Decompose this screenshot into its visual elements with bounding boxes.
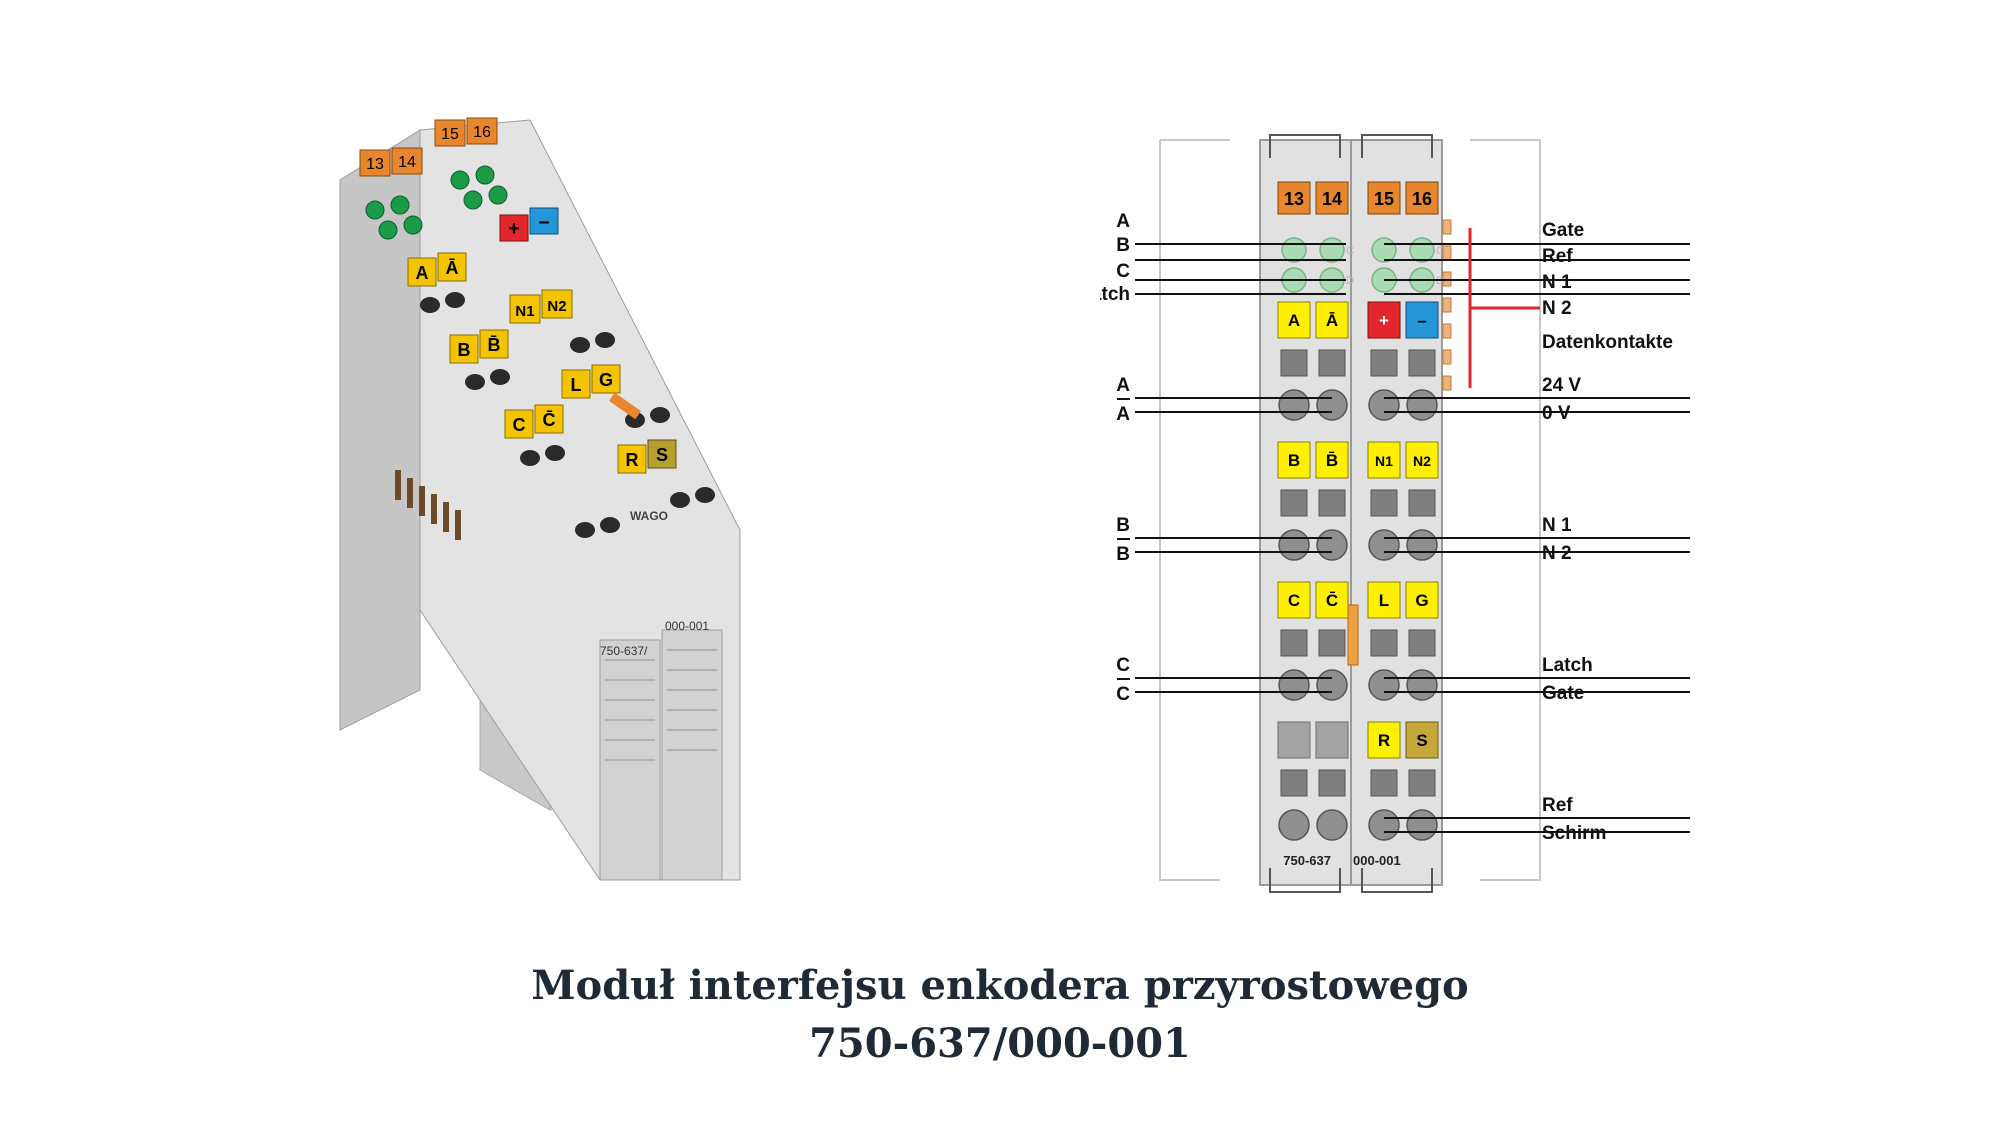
diagram-part-suffix: 000-001 <box>1353 853 1401 868</box>
label-led-b: B <box>1116 235 1130 256</box>
photo-plus-label: + <box>508 218 520 240</box>
label-24v: 24 V <box>1542 375 1581 396</box>
right-wires <box>1384 243 1690 833</box>
label-latch: Latch <box>1542 655 1593 676</box>
label-n2-b: N 2 <box>1542 543 1572 564</box>
marker-n2: N2 <box>1413 453 1431 469</box>
marker-b-bar: B̄ <box>1326 451 1338 470</box>
label-c: C <box>1116 655 1130 676</box>
photo-marker-13: 13 <box>366 156 384 173</box>
photo-minus-marker <box>529 207 559 235</box>
label-led-a: A <box>1116 211 1130 232</box>
photo-orange-bridge <box>609 392 641 420</box>
wiring-diagram: 13 14 15 16 C D C D A Ā + – <box>1100 134 1690 893</box>
label-ref: Ref <box>1542 246 1573 267</box>
photo-marker-c-bar: C̄ <box>543 410 556 430</box>
led-letter-c-left: C <box>1346 245 1354 257</box>
label-c-bar: C <box>1116 684 1130 705</box>
photo-marker-a: A <box>416 263 429 283</box>
diagram-markers: A Ā + – B B̄ N1 N2 C C̄ L G R S <box>1277 301 1439 759</box>
diagram-part-number: 750-637 <box>1283 853 1331 868</box>
right-labels: Gate Ref N 1 N 2 Datenkontakte 24 V 0 V … <box>1542 220 1673 844</box>
terminal-16: 16 <box>1412 189 1432 209</box>
label-gate: Gate <box>1542 220 1584 241</box>
photo-plus-marker <box>499 214 529 242</box>
top-clips <box>1269 134 1433 893</box>
caption-part-number: 750-637/000-001 <box>809 1020 1191 1067</box>
photo-brand: WAGO <box>630 509 668 523</box>
marker-a: A <box>1288 311 1300 330</box>
photo-marker-b: B <box>458 340 471 360</box>
side-vents <box>395 470 461 540</box>
led-letter-c-right: C <box>1436 245 1444 257</box>
photo-marker-s: S <box>656 445 668 465</box>
led-letter-d-left: D <box>1346 275 1354 287</box>
photo-yellow-markers: A Ā B B̄ C C̄ N1 N2 L G R S <box>407 252 677 474</box>
release-levers <box>1280 349 1436 797</box>
terminal-14: 14 <box>1322 189 1342 209</box>
label-gate-b: Gate <box>1542 683 1584 704</box>
rail-outline <box>1159 139 1541 881</box>
photo-marker-g: G <box>599 370 613 390</box>
product-photo: 13 14 15 16 + – A Ā B B̄ C C̄ N1 N2 L G <box>339 117 741 881</box>
photo-marker-15: 15 <box>441 126 459 143</box>
marker-r: R <box>1378 731 1390 750</box>
left-wires <box>1135 243 1346 693</box>
marker-g: G <box>1415 591 1428 610</box>
photo-top-markers: 13 14 15 16 <box>359 117 498 177</box>
terminal-15: 15 <box>1374 189 1394 209</box>
marker-c: C <box>1288 591 1300 610</box>
marker-c-bar: C̄ <box>1326 591 1338 610</box>
caption-title: Moduł interfejsu enkodera przyrostowego <box>531 962 1469 1009</box>
photo-leds <box>365 165 508 240</box>
photo-terminals <box>420 292 715 538</box>
label-datenkontakte: Datenkontakte <box>1542 332 1673 353</box>
label-a: A <box>1116 375 1130 396</box>
label-n1-b: N 1 <box>1542 515 1572 536</box>
left-labels: A B C Latch A A B B C C <box>1100 211 1130 705</box>
marker-n1: N1 <box>1375 453 1393 469</box>
label-schirm: Schirm <box>1542 823 1606 844</box>
marker-l: L <box>1379 591 1389 610</box>
label-b: B <box>1116 515 1130 536</box>
housing-side <box>339 129 421 731</box>
label-0v: 0 V <box>1542 403 1571 424</box>
marker-minus: – <box>1417 311 1426 330</box>
photo-marker-b-bar: B̄ <box>488 335 501 355</box>
marker-b: B <box>1288 451 1300 470</box>
diagram-bridge <box>1347 604 1359 666</box>
label-b-bar: B <box>1116 544 1130 565</box>
label-ref-b: Ref <box>1542 795 1573 816</box>
label-n1: N 1 <box>1542 272 1572 293</box>
marker-s: S <box>1416 731 1427 750</box>
photo-marker-a-bar: Ā <box>446 258 459 278</box>
photo-marker-c: C <box>513 415 526 435</box>
photo-marker-n1: N1 <box>515 303 534 320</box>
terminal-13: 13 <box>1284 189 1304 209</box>
photo-marker-l: L <box>571 375 582 395</box>
signal-overlines <box>1117 398 1130 680</box>
photo-marker-n2: N2 <box>547 298 566 315</box>
diagram-terminal-numbers: 13 14 15 16 <box>1277 181 1439 215</box>
photo-marker-r: R <box>626 450 639 470</box>
label-led-latch: Latch <box>1100 284 1130 305</box>
photo-minus-label: – <box>538 211 549 233</box>
photo-marker-14: 14 <box>398 154 416 171</box>
end-plates <box>599 629 723 881</box>
marker-plus: + <box>1379 311 1389 330</box>
marker-a-bar: Ā <box>1326 311 1338 330</box>
photo-part-right: 000-001 <box>665 619 709 633</box>
label-a-bar: A <box>1116 404 1130 425</box>
photo-marker-16: 16 <box>473 124 491 141</box>
photo-part-left: 750-637/ <box>600 644 648 658</box>
datenkontakte-bracket <box>1468 228 1540 388</box>
data-contacts <box>1442 219 1452 391</box>
label-n2: N 2 <box>1542 298 1572 319</box>
label-led-c: C <box>1116 261 1130 282</box>
